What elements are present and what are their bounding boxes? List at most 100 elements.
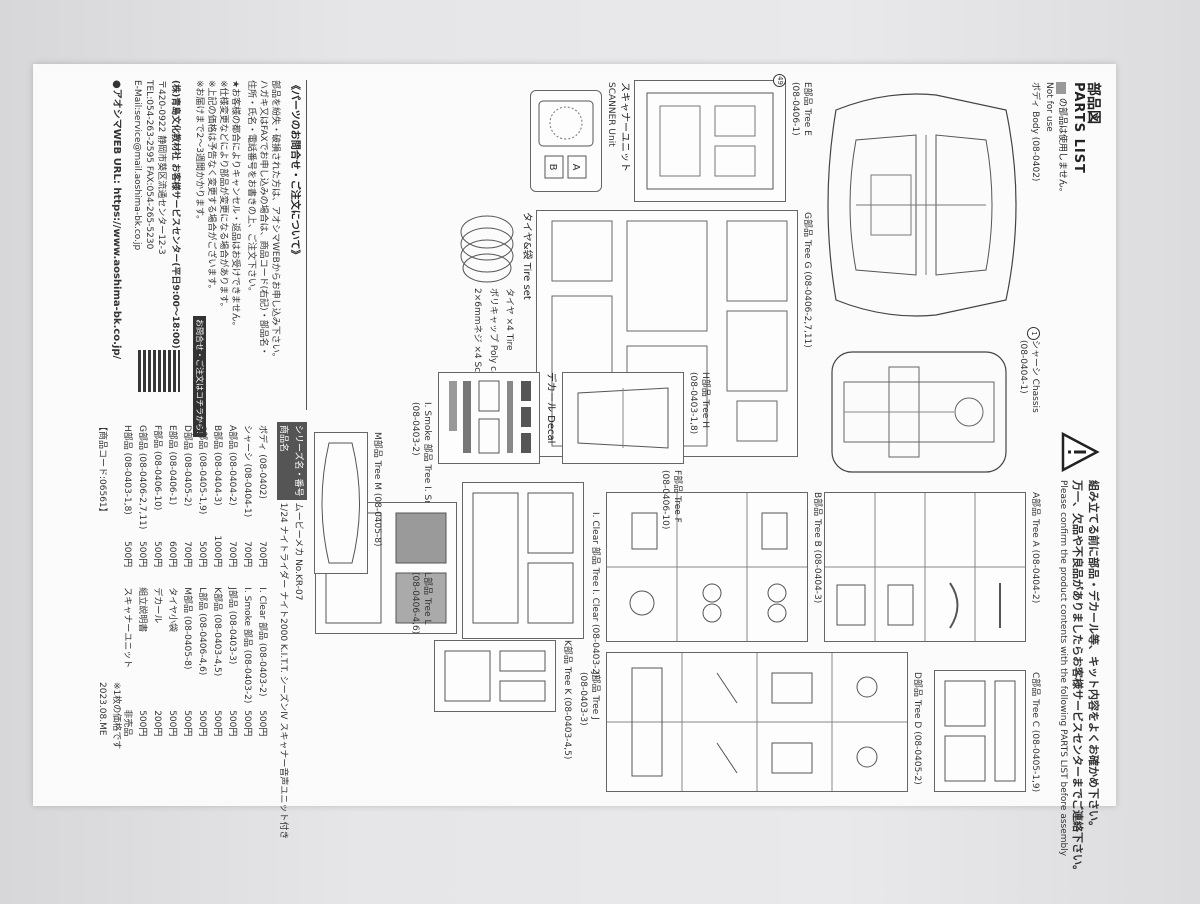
price-row: E部品 (08-0406-1)600円 [166, 422, 181, 570]
part-price: 700円 [257, 541, 267, 568]
page-title: 部品図 [1085, 82, 1101, 124]
tree-c-frame [934, 670, 1026, 792]
not-for-use-swatch [1056, 82, 1066, 94]
price-row: L部品 (08-0406-4,6) 500円 [196, 584, 211, 739]
contact-note: ※上記の価格は予告なく変更する場合がございます。 [206, 80, 216, 294]
warning-text-en: Please confirm the product contents with… [1058, 480, 1068, 857]
part-name: タイヤ小袋 [167, 587, 177, 632]
tree-a-frame [824, 492, 1026, 642]
contact-note: ※仕様変更などにより部品が変更になる場合があります。 [218, 80, 228, 312]
part-price: 500円 [197, 710, 207, 737]
part-name: B部品 (08-0404-3) [212, 425, 222, 506]
part-price: 500円 [137, 541, 147, 568]
print-date: 2023.08.ME [97, 682, 107, 736]
tree-g-label: G部品 Tree G (08-0406-2,7,11) [802, 212, 812, 348]
contact-note: ハガキ又はFAXでお申し込みの場合は、商品コード(右記)・部品名・ [258, 80, 268, 356]
tree-h-label: H部品 Tree H [700, 372, 710, 429]
company-phone: TEL:054-263-2595 FAX:054-265-5230 [144, 80, 154, 250]
series-header-label: シリーズ名・番号 [292, 422, 307, 500]
tree-c-label: C部品 Tree C (08-0405-1,9) [1030, 672, 1040, 793]
tree-e-code: (08-0406-1) [790, 82, 800, 136]
web-url[interactable]: ●アオシマWEB URL: https://www.aoshima-bk.co.… [111, 80, 122, 360]
tree-j-code: (08-0403-3) [578, 672, 588, 726]
part-name: D部品 (08-0405-2) [182, 425, 192, 507]
scanner-label-jp: スキャナーユニット [619, 82, 630, 172]
part-name: C部品 (08-0405-1,9) [197, 425, 207, 515]
tires-drawing [456, 212, 518, 284]
part-price: 500円 [257, 710, 267, 737]
tree-f-code: (08-0406-10) [660, 470, 670, 530]
part-name: I. Clear 部品 (08-0403-2) [257, 587, 267, 697]
tree-b-label: B部品 Tree B (08-0404-3) [812, 492, 822, 604]
part-name: J部品 (08-0403-3) [227, 587, 237, 665]
product-code: 【商品コード:06561】 [97, 422, 107, 517]
page-subtitle: PARTS LIST [1071, 82, 1086, 174]
price-row: J部品 (08-0403-3) 500円 [226, 584, 241, 739]
part-name: A部品 (08-0404-2) [227, 425, 237, 506]
scanner-unit: A B [530, 90, 602, 192]
part-name: ボディ (08-0402) [257, 425, 267, 499]
tree-d-label: D部品 Tree D (08-0405-2) [912, 672, 922, 785]
chassis-code: (08-0404-1) [1018, 340, 1028, 394]
tire-set-label: タイヤ&袋 Tire set [521, 212, 532, 300]
part-name: L部品 (08-0406-4,6) [197, 587, 207, 676]
tree-d-frame [606, 652, 908, 792]
part-price: 500円 [152, 541, 162, 568]
price-row: F部品 (08-0406-10)500円 [151, 422, 166, 570]
instruction-sheet: 部品図 PARTS LIST の部品は使用しません。 Not for use 組… [33, 64, 1116, 876]
part-price: 200円 [152, 710, 162, 737]
part-price: 500円 [122, 541, 132, 568]
price-row: M部品 (08-0405-8)500円 [181, 584, 196, 739]
price-row: K部品 (08-0403-4,5)500円 [211, 584, 226, 739]
tree-k-label: K部品 Tree K (08-0403-4,5) [562, 640, 572, 760]
contact-title: 《パーツのお問合せ・ご注文について》 [289, 80, 300, 260]
price-row: G部品 (08-0406-2,7,11) 500円 [136, 422, 151, 570]
tree-l-code: (08-0406-4,6) [410, 572, 420, 635]
part-price: 500円 [197, 541, 207, 568]
price-row: シャーシ (08-0404-1)700円 [241, 422, 256, 570]
warning-box: 組み立てる前に部品・デカール等、キット内容をよくお確かめ下さい。 万一、欠品や不… [1046, 432, 1104, 876]
tree-h-code: (08-0403-1,8) [688, 372, 698, 435]
decal-sheet [438, 372, 540, 464]
contact-note: ※お届けまで2〜3週間かかります。 [194, 80, 204, 225]
body-label: ボディ Body (08-0402) [1030, 82, 1040, 182]
body-drawing [818, 80, 1026, 330]
series-header-value: ムービーメカ No.KR-07 [293, 502, 303, 601]
tree-h-frame [562, 372, 684, 464]
price-row: A部品 (08-0404-2)700円 [226, 422, 241, 570]
price-row: D部品 (08-0405-2) 700円 [181, 422, 196, 570]
contact-section: 《パーツのお問合せ・ご注文について》 部品を紛失・破損された方は、アオシマWEB… [44, 80, 307, 438]
tree-f-label: F部品 Tree F [672, 470, 682, 523]
part-name: K部品 (08-0403-4,5) [212, 587, 222, 677]
part-name: G部品 (08-0406-2,7,11) [137, 425, 147, 530]
company-address: 〒420-0922 静岡市葵区流通センター12-3 [156, 80, 166, 255]
contact-note: ★お客様の都合によりキャンセル・返品はお受けできません。 [230, 80, 240, 331]
legend-en: Not for use [1044, 82, 1054, 132]
part-price: 500円 [227, 710, 237, 737]
tree-b-frame [606, 492, 808, 642]
part-name: M部品 (08-0405-8) [182, 587, 192, 670]
chassis-drawing [824, 337, 1014, 487]
price-list-section: シリーズ名・番号 ムービーメカ No.KR-07 商品名 1/24 ナイトライダ… [45, 422, 307, 839]
part-name: H部品 (08-0403-1,8) [122, 425, 132, 515]
company-name: (株)青島文化教材社 お客様サービスセンター(平日9:00〜18:00) [170, 80, 180, 349]
part-price: 500円 [137, 710, 147, 737]
scanner-label-en: SCANNER Unit [606, 82, 616, 147]
part-name: デカール [152, 587, 162, 624]
tree-e-label: E部品 Tree E [802, 82, 812, 136]
price-row: スキャナーユニット非売品 [121, 584, 136, 739]
price-row: H部品 (08-0403-1,8) 500円 [121, 422, 136, 570]
product-header-label: 商品名 [277, 422, 292, 500]
svg-text:A: A [570, 164, 581, 171]
qr-code-icon[interactable] [138, 350, 180, 392]
polycap-label: ポリキャップ Poly cap [488, 288, 498, 383]
part-price: 700円 [182, 541, 192, 568]
tree-a-label: A部品 Tree A (08-0404-2) [1030, 492, 1040, 604]
price-table: シリーズ名・番号 ムービーメカ No.KR-07 商品名 1/24 ナイトライダ… [277, 422, 307, 842]
tree-l-label: L部品 Tree L [422, 572, 432, 625]
tree-m-label: M部品 Tree M (08-0405-8) [372, 432, 382, 547]
product-name: 1/24 ナイトライダー ナイト2000 K.I.T.T. シーズンⅣ スキャナ… [278, 502, 288, 840]
part-name: E部品 (08-0406-1) [167, 425, 177, 506]
